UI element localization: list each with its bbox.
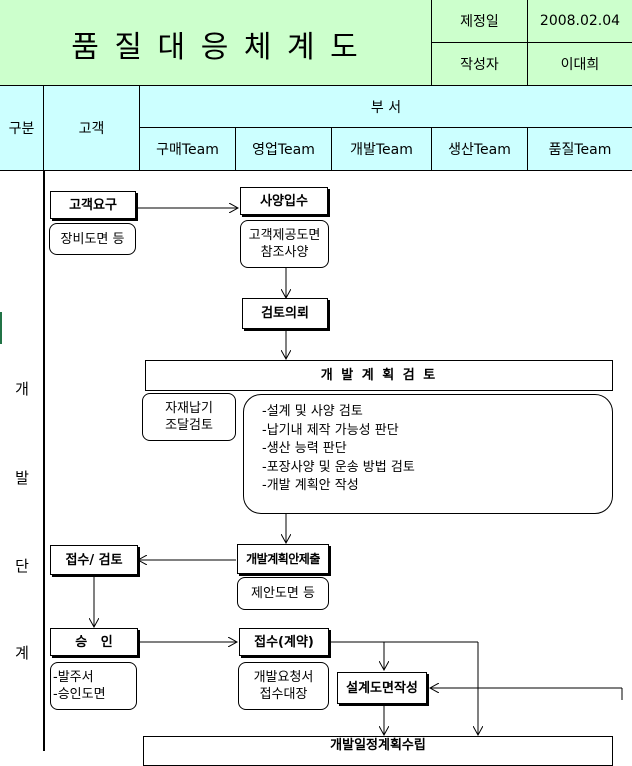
review-item: -납기내 제작 가능성 판단 [262, 422, 399, 438]
header-value-date: 2008.02.04 [528, 0, 632, 43]
review-request-box: 검토의뢰 [242, 298, 328, 329]
column-category: 구분 [0, 86, 44, 171]
material-line1: 자재납기 [165, 401, 213, 416]
title-cell [0, 0, 432, 86]
page-title: 품 질 대 응 체 계 도 [71, 30, 361, 65]
design-drawing-box: 설계도면작성 [337, 672, 427, 704]
customer-request-box: 고객요구 [50, 191, 136, 219]
customer-request-note: 장비도면 등 [49, 223, 136, 255]
receipt-review-box: 접수/ 검토 [50, 545, 138, 575]
contract-note-line1: 개발요청서 [253, 670, 314, 685]
plan-submit-note: 제안도면 등 [237, 577, 329, 610]
material-line2: 조달검토 [165, 418, 213, 433]
header-label-author: 작성자 [432, 43, 528, 86]
phase-char-1: 개 [15, 380, 29, 398]
contract-note-line2: 접수대장 [259, 687, 308, 702]
column-team-purchase: 구매Team [140, 128, 236, 171]
spec-note-box: 고객제공도면 참조사양 [240, 220, 329, 268]
contract-box: 접수(계약) [239, 628, 329, 656]
header-value-author: 이대희 [528, 43, 632, 86]
approval-note: -승인도면 [53, 687, 106, 702]
phase-char-3: 단 [15, 557, 29, 575]
spec-note-line1: 고객제공도면 [248, 228, 321, 243]
dev-plan-review-box: 개 발 계 획 검 토 [145, 360, 613, 391]
column-team-production: 생산Team [432, 128, 528, 171]
excel-green-marker [0, 312, 2, 344]
column-team-quality: 품질Team [528, 128, 632, 171]
approval-box: 승 인 [50, 628, 138, 656]
review-item: -생산 능력 판단 [262, 441, 347, 456]
approval-notes-box: -발주서 -승인도면 [50, 662, 137, 710]
material-review-box: 자재납기 조달검토 [142, 393, 236, 441]
review-item: -포장사양 및 운송 방법 검토 [262, 459, 415, 475]
phase-char-2: 발 [15, 469, 29, 487]
column-team-dev: 개발Team [332, 128, 432, 171]
header-label-date: 제정일 [432, 0, 528, 43]
plan-submit-box: 개발계획안제출 [237, 544, 329, 574]
spec-note-line2: 참조사양 [260, 245, 309, 260]
review-item: -설계 및 사양 검토 [262, 404, 363, 419]
spec-receipt-box: 사양입수 [240, 187, 328, 215]
column-team-sales: 영업Team [236, 128, 332, 171]
approval-note: -발주서 [53, 670, 94, 685]
phase-char-4: 계 [15, 644, 29, 662]
column-dept-group: 부 서 [140, 86, 632, 128]
review-item: -개발 계획안 작성 [262, 478, 359, 493]
bottom-cut-box: 개발일정계획수립 [143, 736, 613, 766]
review-items-box: -설계 및 사양 검토 -납기내 제작 가능성 판단 -생산 능력 판단 -포장… [243, 394, 613, 514]
customer-column-divider [43, 171, 45, 751]
contract-note-box: 개발요청서 접수대장 [238, 662, 329, 710]
column-customer: 고객 [44, 86, 140, 171]
